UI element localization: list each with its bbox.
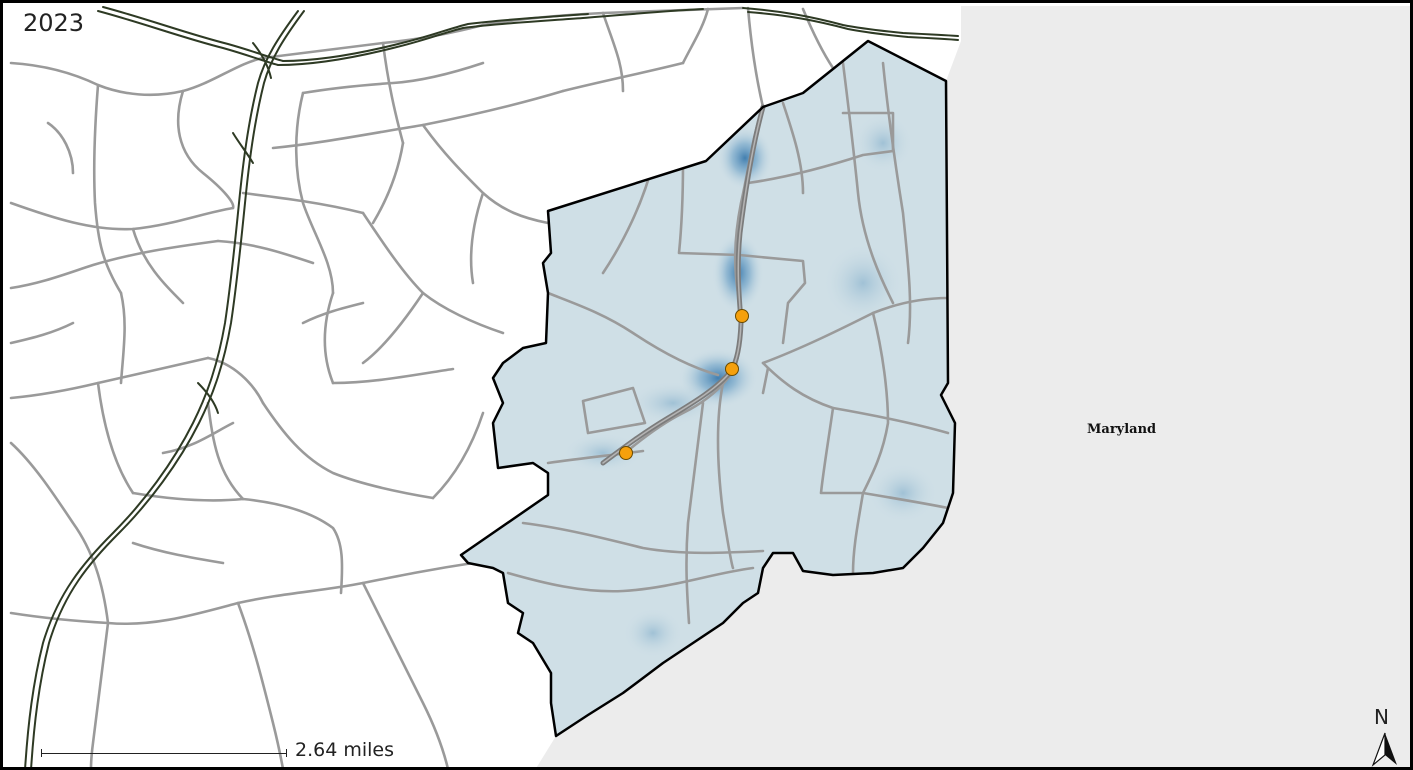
scale-bar-tick-end <box>286 749 287 757</box>
north-arrow-icon <box>1371 732 1397 767</box>
station-middle[interactable] <box>725 362 739 376</box>
district-roads <box>506 61 950 625</box>
district-boundary <box>459 39 957 738</box>
road-network <box>9 6 835 767</box>
station-north[interactable] <box>735 309 749 323</box>
highway-network <box>24 6 959 767</box>
map-canvas[interactable] <box>3 3 1413 770</box>
north-label: N <box>1374 705 1389 729</box>
rail-line <box>600 104 766 466</box>
north-arrow: N <box>1367 705 1403 767</box>
station-south[interactable] <box>619 446 633 460</box>
region-label-maryland: Maryland <box>1087 422 1157 437</box>
year-label: 2023 <box>23 9 85 37</box>
scale-bar-label: 2.64 miles <box>295 739 394 761</box>
scale-bar-line <box>41 753 287 754</box>
maryland-area <box>536 6 1410 767</box>
scale-bar-tick-start <box>41 749 42 757</box>
